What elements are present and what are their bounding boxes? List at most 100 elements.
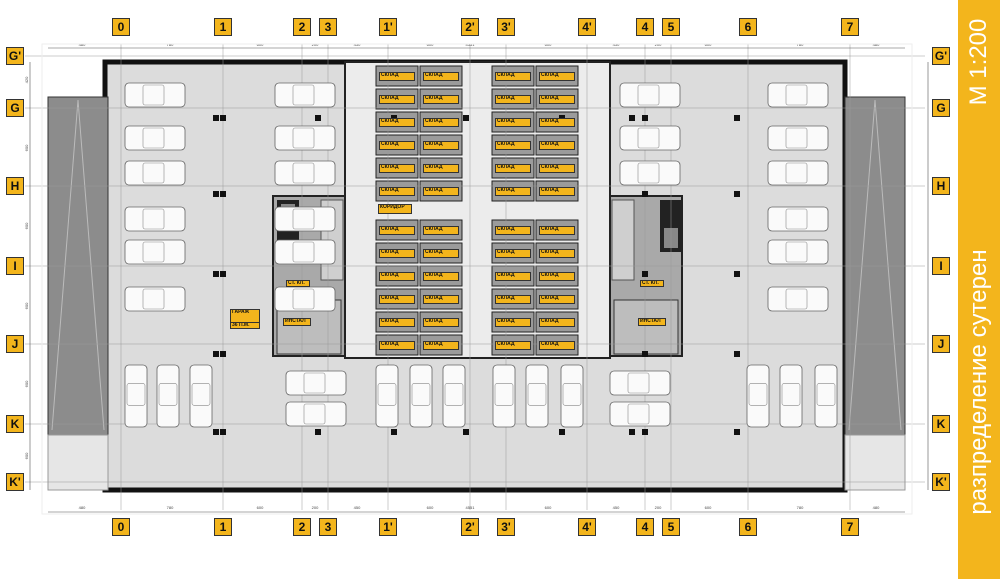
install-label: ИНСТАЛ [638,318,666,326]
column [220,351,226,357]
dimension-text: 600 [427,505,434,510]
column [391,429,397,435]
axis-tag-4: 4 [636,18,654,36]
car-icon [785,127,808,149]
axis-tag-4: 4 [636,518,654,536]
car-icon [191,383,211,406]
car-icon [748,383,768,406]
storage-label: СКЛАД [495,187,531,196]
column [642,351,648,357]
car-icon [627,403,650,425]
install-label: ИНСТАЛ [283,318,311,326]
storage-label: СКЛАД [379,72,415,81]
storage-label: СКЛАД [495,164,531,173]
axis-tag-J: J [932,335,950,353]
storage-label: СКЛАД [539,226,575,235]
dimension-text: 600 [24,302,29,309]
storage-label: СКЛАД [539,318,575,327]
car-icon [124,239,186,265]
column [213,351,219,357]
column [220,115,226,121]
car-icon [814,364,838,428]
car-icon [142,241,165,263]
axis-tag-1: 1 [214,18,232,36]
storage-label: СКЛАД [423,95,459,104]
ramp-left-line [51,99,79,431]
axis-tag-1: 1 [214,518,232,536]
car-icon [274,286,336,312]
scale-label: М 1:200 [965,18,992,106]
storage-label: СКЛАД [539,187,575,196]
parking-count: 36 П.М. [230,322,260,329]
car-icon [637,84,660,106]
column [734,115,740,121]
storage-label: СКЛАД [379,226,415,235]
axis-tag-7: 7 [841,518,859,536]
car-icon [292,84,315,106]
car-icon [767,160,829,186]
axis-tag-G: G [932,99,950,117]
storage-label: СКЛАД [539,164,575,173]
title-sidebar: М 1:200 разпределение сутерен [958,0,1000,579]
car-icon [124,125,186,151]
car-icon [292,162,315,184]
dimension-text: 4551 [466,505,476,510]
car-icon [375,364,399,428]
car-icon [303,403,326,425]
dimension-text: 600 [24,452,29,459]
storage-label: СКЛАД [379,295,415,304]
car-icon [816,383,836,406]
storage-label: СКЛАД [379,187,415,196]
car-icon [142,127,165,149]
dimension-text: 600 [24,222,29,229]
storage-label: СКЛАД [423,164,459,173]
car-icon [785,84,808,106]
axis-tag-3-prime: 3' [497,518,515,536]
axis-tag-G-prime: G' [932,47,950,65]
column [734,191,740,197]
dimension-text: 600 [24,144,29,151]
storage-label: СКЛАД [423,341,459,350]
dimension-text: 780 [797,505,804,510]
dimension-text: 450 [613,505,620,510]
column [642,191,648,197]
car-icon [411,383,431,406]
column [315,429,321,435]
car-icon [746,364,770,428]
column [734,351,740,357]
column [629,115,635,121]
storage-label: СКЛАД [495,341,531,350]
storage-label: СКЛАД [495,226,531,235]
column [220,271,226,277]
storage-label: СКЛАД [379,141,415,150]
car-icon [156,364,180,428]
column [734,271,740,277]
dimension-text: 600 [257,505,264,510]
storage-label: СКЛАД [539,295,575,304]
column [213,271,219,277]
axis-tag-K: K [6,415,24,433]
dimension-text: 600 [705,505,712,510]
storage-label: СКЛАД [423,249,459,258]
axis-tag-J: J [6,335,24,353]
car-icon [767,239,829,265]
car-icon [142,162,165,184]
column [463,429,469,435]
storage-label: СКЛАД [539,341,575,350]
axis-tag-2: 2 [293,18,311,36]
car-icon [492,364,516,428]
axis-tag-3: 3 [319,518,337,536]
dimension-text: 450 [354,505,361,510]
dimension-text: 200 [312,505,319,510]
storage-label: СКЛАД [423,118,459,127]
axis-tag-7: 7 [841,18,859,36]
car-icon [285,370,347,396]
car-icon [562,383,582,406]
column [220,429,226,435]
car-icon [637,162,660,184]
plan-title: разпределение сутерен [965,249,992,515]
car-icon [292,127,315,149]
car-icon [124,286,186,312]
dimension-text: 600 [545,505,552,510]
storage-label: СКЛАД [495,118,531,127]
